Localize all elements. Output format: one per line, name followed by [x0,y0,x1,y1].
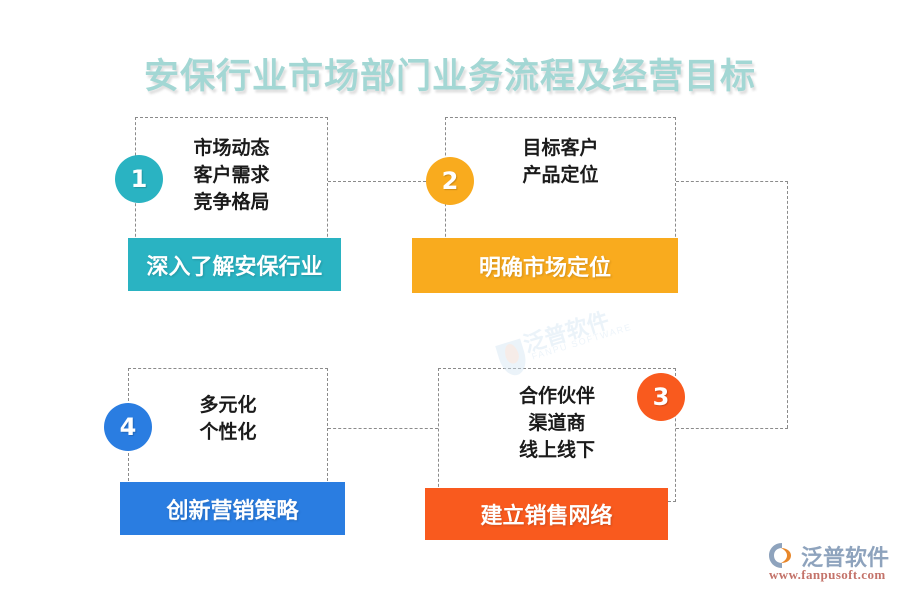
block-1-goal-bar[interactable]: 深入了解安保行业 [128,238,341,291]
block-4-bullet-1: 多元化 [199,394,257,416]
block-1-bullet-1: 市场动态 [193,137,270,159]
block-2-bullet-2: 产品定位 [522,164,599,186]
logo-company-name: 泛普软件 [801,546,890,571]
block-1-number: 1 [130,165,148,193]
block-2-bullet-1: 目标客户 [522,137,599,159]
block-4-goal-label: 创新营销策略 [166,498,299,524]
block-3-goal-bar[interactable]: 建立销售网络 [425,488,668,540]
block-1-number-badge[interactable]: 1 [115,155,163,203]
connector-4-to-3 [328,428,438,429]
watermark-name: 泛普软件 [520,308,613,359]
brand-logo: 泛普软件 www.fanpusoft.com [768,540,892,586]
block-1-goal-label: 深入了解安保行业 [146,254,323,280]
block-1-bullet-2: 客户需求 [193,164,270,186]
block-2-goal-bar[interactable]: 明确市场定位 [412,238,678,293]
watermark-name-en: FANPU SOFTWARE [530,321,634,362]
block-1-bullet-3: 竞争格局 [193,191,270,213]
block-3-number: 3 [652,383,670,411]
block-4-bullet-2: 个性化 [199,421,257,443]
connector-right-to-3 [676,428,788,429]
block-3-bullets: 合作伙伴 渠道商 线上线下 [438,383,676,464]
connector-2-to-right [676,181,788,182]
block-1-bullets: 市场动态 客户需求 竞争格局 [135,135,328,216]
connector-right-vertical [787,181,788,428]
block-4-bullets: 多元化 个性化 [128,392,328,446]
block-3-bullet-2: 渠道商 [528,412,586,434]
block-3-bullet-1: 合作伙伴 [518,385,595,407]
block-4-number: 4 [119,413,137,441]
block-4-goal-bar[interactable]: 创新营销策略 [120,482,345,535]
block-2-bullets: 目标客户 产品定位 [445,135,676,189]
page-title: 安保行业市场部门业务流程及经营目标 [143,57,756,97]
block-4-number-badge[interactable]: 4 [104,403,152,451]
block-2-number: 2 [441,167,459,195]
block-2-number-badge[interactable]: 2 [426,157,474,205]
block-3-number-badge[interactable]: 3 [637,373,685,421]
logo-website-url: www.fanpusoft.com [769,567,886,582]
block-3-bullet-3: 线上线下 [518,439,595,461]
connector-1-to-2 [328,181,426,182]
block-3-goal-label: 建立销售网络 [480,504,613,529]
fanpu-logo-icon [769,543,791,568]
block-2-goal-label: 明确市场定位 [478,255,611,281]
